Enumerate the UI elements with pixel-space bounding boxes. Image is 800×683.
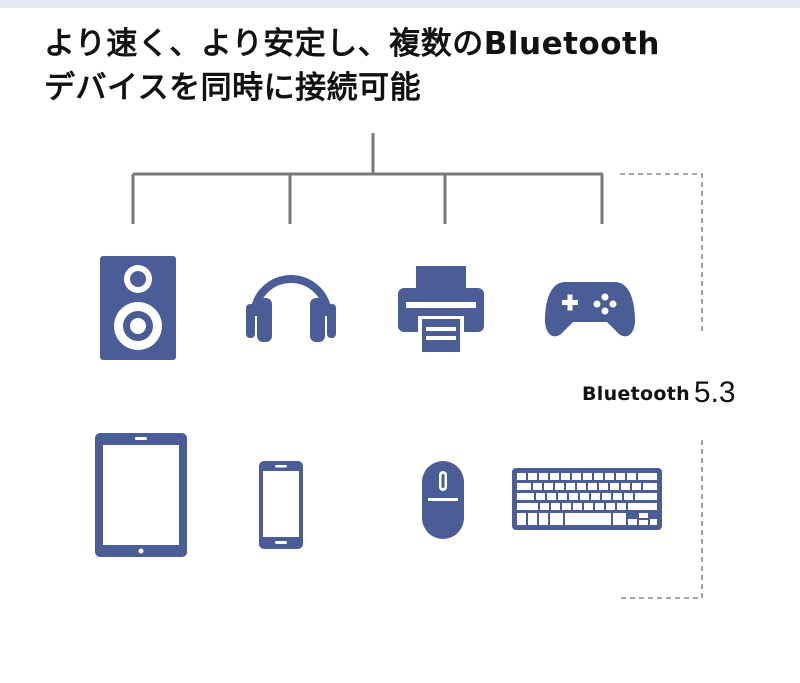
headline-line-1: より速く、より安定し、複数のBluetooth <box>44 26 660 62</box>
gamepad-icon <box>545 282 635 337</box>
mouse-icon <box>422 461 464 539</box>
bluetooth-bracket <box>620 173 703 599</box>
top-banner-strip <box>0 0 800 8</box>
connector-tree <box>131 133 604 224</box>
smartphone-icon <box>259 461 303 549</box>
bluetooth-version: 5.3 <box>693 376 736 409</box>
headline-line-2: デバイスを同時に接続可能 <box>44 70 422 106</box>
headline: より速く、より安定し、複数のBluetooth デバイスを同時に接続可能 <box>44 22 660 110</box>
tablet-icon <box>95 433 187 557</box>
keyboard-icon <box>512 468 662 530</box>
speaker-icon <box>100 256 176 360</box>
headphones-icon <box>246 275 336 342</box>
bluetooth-word: Bluetooth <box>582 383 690 405</box>
printer-icon <box>398 266 484 352</box>
